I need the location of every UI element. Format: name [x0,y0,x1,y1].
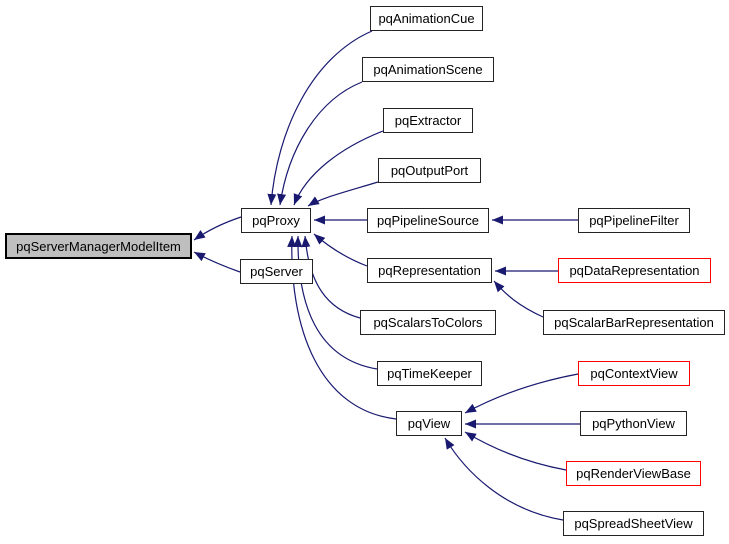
node-pqScalarsToColors[interactable]: pqScalarsToColors [360,310,496,335]
node-pqServerManagerModelItem: pqServerManagerModelItem [5,233,192,259]
node-pqPipelineFilter[interactable]: pqPipelineFilter [578,208,690,233]
node-pqView[interactable]: pqView [396,411,462,436]
node-pqRepresentation[interactable]: pqRepresentation [367,258,492,283]
node-pqServer[interactable]: pqServer [240,259,313,284]
edge-pqServer-to-pqServerManagerModelItem [193,251,241,273]
edge-pqExtractor-to-pqProxy [293,130,384,206]
edge-pqScalarsToColors-to-pqProxy [301,235,361,319]
edge-pqAnimationScene-to-pqProxy [277,81,363,206]
node-pqContextView[interactable]: pqContextView [578,361,690,386]
edge-pqContextView-to-pqView [464,373,579,414]
node-pqOutputPort[interactable]: pqOutputPort [378,158,481,183]
edge-pqRenderViewBase-to-pqView [464,431,567,471]
node-pqSpreadSheetView[interactable]: pqSpreadSheetView [563,511,704,536]
node-pqAnimationCue[interactable]: pqAnimationCue [370,6,483,31]
node-pqDataRepresentation[interactable]: pqDataRepresentation [558,258,711,283]
node-pqRenderViewBase[interactable]: pqRenderViewBase [566,461,701,486]
node-pqTimeKeeper[interactable]: pqTimeKeeper [377,361,482,386]
node-pqPythonView[interactable]: pqPythonView [580,411,687,436]
node-pqPipelineSource[interactable]: pqPipelineSource [367,208,489,233]
edge-pqRepresentation-to-pqProxy [313,233,368,267]
edge-pqScalarBarRepresentation-to-pqRepresentation [493,280,544,318]
edge-pqProxy-to-pqServerManagerModelItem [193,216,242,241]
node-pqAnimationScene[interactable]: pqAnimationScene [362,57,494,82]
node-pqScalarBarRepresentation[interactable]: pqScalarBarRepresentation [543,310,725,335]
node-pqProxy[interactable]: pqProxy [241,208,311,233]
edge-pqAnimationCue-to-pqProxy [267,30,373,206]
edge-pqOutputPort-to-pqProxy [307,181,379,207]
node-pqExtractor[interactable]: pqExtractor [383,108,473,133]
edge-pqSpreadSheetView-to-pqView [444,437,564,521]
